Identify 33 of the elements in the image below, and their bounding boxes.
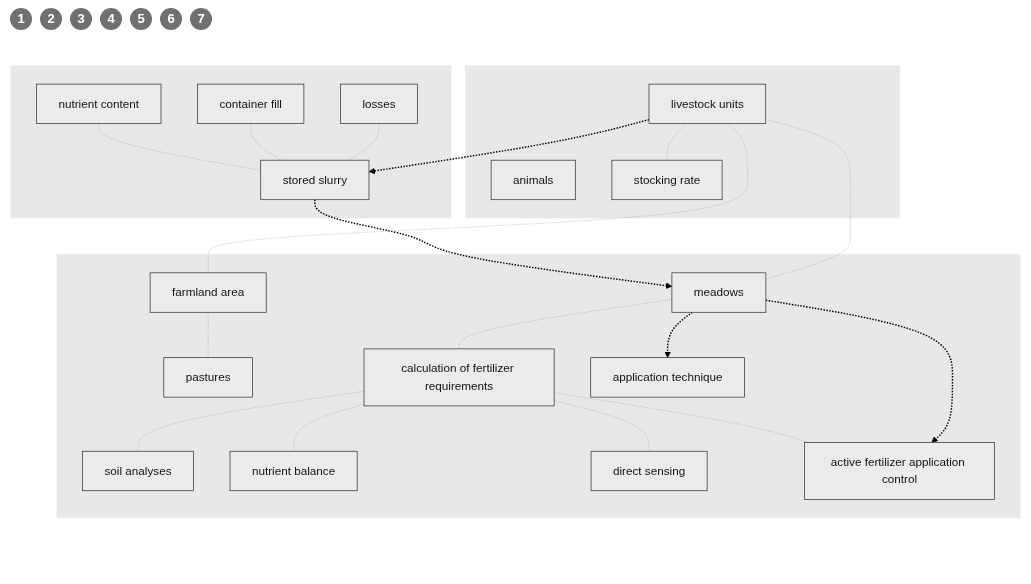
connector	[765, 119, 851, 280]
arrow	[314, 199, 673, 289]
node-box: stocking rate	[611, 160, 723, 201]
number-badge: 5	[130, 8, 152, 30]
number-badge: 4	[100, 8, 122, 30]
connector	[666, 123, 687, 161]
number-badge: 2	[40, 8, 62, 30]
number-badge: 1	[10, 8, 32, 30]
node-box: losses	[340, 83, 418, 125]
connector	[347, 123, 380, 161]
node-box: animals	[490, 160, 576, 201]
node-box: nutrient content	[36, 83, 162, 125]
node-box: container fill	[197, 83, 305, 125]
node-box: active fertilizer application control	[804, 442, 995, 501]
arrow	[368, 119, 650, 175]
node-box: direct sensing	[590, 451, 708, 492]
number-badge: 7	[190, 8, 212, 30]
node-box: livestock units	[648, 83, 767, 125]
cluster	[465, 65, 900, 219]
node-box: meadows	[671, 272, 767, 313]
node-box: application technique	[590, 357, 745, 398]
cluster	[56, 254, 1021, 519]
number-badge: 6	[160, 8, 182, 30]
node-box: stored slurry	[260, 160, 370, 201]
number-badge: 3	[70, 8, 92, 30]
node-box: farmland area	[149, 272, 267, 313]
node-box: soil analyses	[82, 451, 194, 492]
connector	[250, 123, 282, 161]
node-box: calculation of fertilizer requirements	[363, 348, 555, 407]
node-box: nutrient balance	[229, 451, 358, 492]
arrow	[664, 311, 693, 359]
node-box: pastures	[163, 357, 253, 398]
cluster	[10, 65, 452, 219]
